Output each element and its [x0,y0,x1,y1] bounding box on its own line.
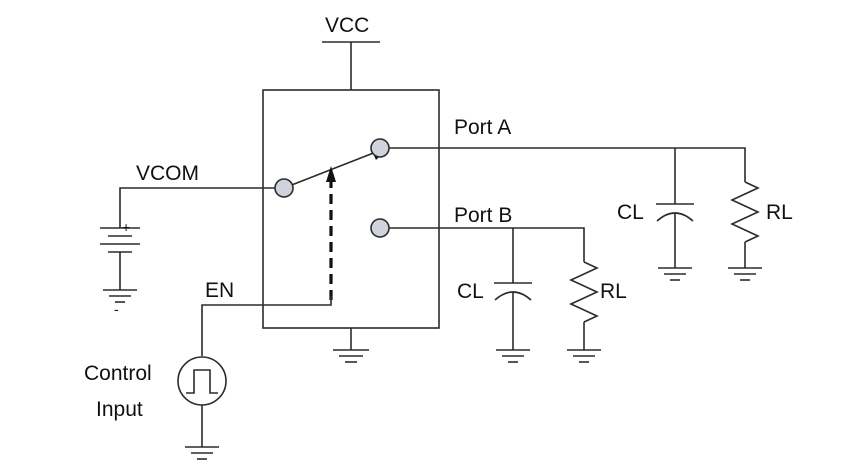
port-b-capacitor-symbol [494,228,532,363]
port-b-wire [388,227,585,262]
switch-ic-body [262,89,440,329]
port-a-cl-label: CL [617,201,644,224]
battery-plus-label: + [122,219,130,235]
vcc-supply: VCC [322,14,380,90]
port-a-wire [388,147,746,182]
vcom-wire [119,187,284,228]
control-input-label-line1: Control [84,362,152,385]
vcom-label: VCOM [136,162,199,185]
ic-ground-symbol [333,328,369,363]
port-a-rl-label: RL [766,201,793,224]
port-a-resistor-symbol [728,181,762,281]
battery-symbol [100,227,140,303]
vcom-pin [274,178,294,198]
port-a-capacitor-symbol [656,148,694,281]
port-a-label: Port A [454,116,511,139]
en-wire [201,296,332,356]
port-b-label: Port B [454,204,512,227]
en-label: EN [205,279,234,302]
en-actuator-arrowhead [326,166,336,182]
vcc-label: VCC [325,14,369,37]
battery-minus-label: - [114,301,119,317]
port-a-pin [370,138,390,158]
port-b-cl-label: CL [457,280,484,303]
port-b-rl-label: RL [600,280,627,303]
control-input-label-line2: Input [96,398,143,421]
pulse-source-symbol [177,356,227,460]
port-b-pin [370,218,390,238]
port-b-resistor-symbol [567,261,601,363]
